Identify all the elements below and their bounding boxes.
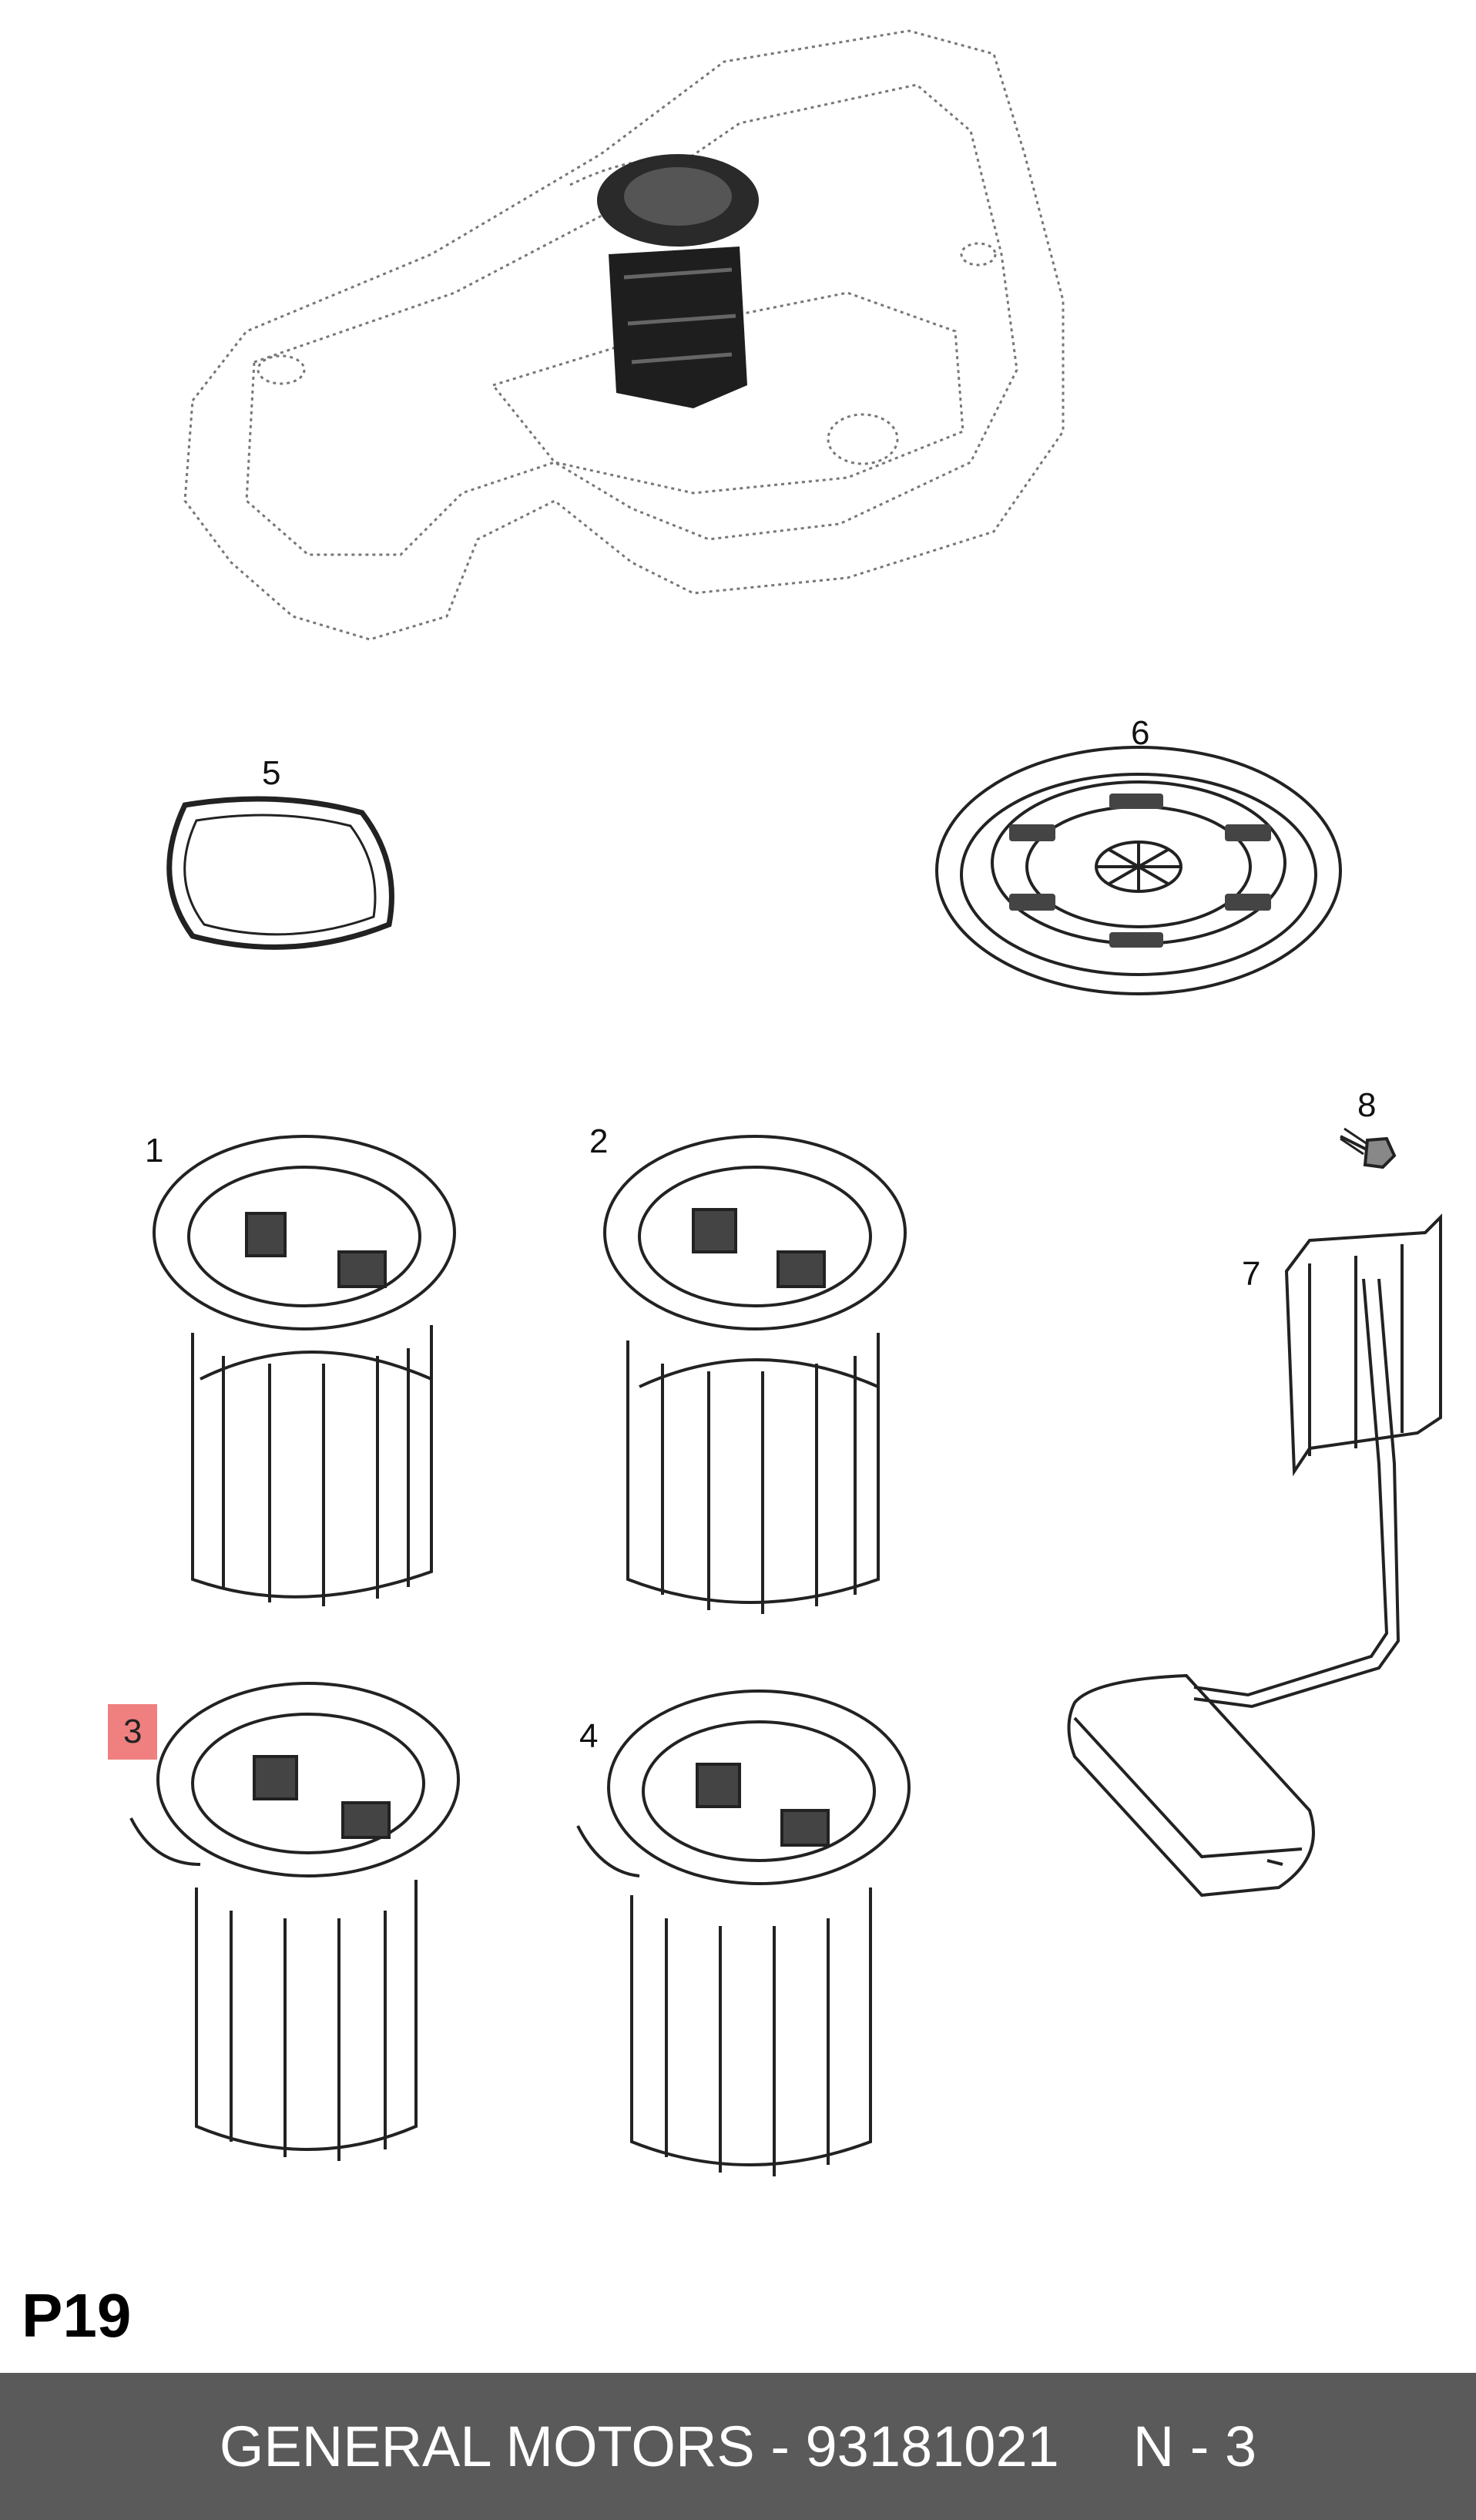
parts-diagram [129, 29, 1442, 2176]
footer-reference: N - 3 [1132, 2414, 1257, 2478]
pump-module-part-4 [576, 1690, 911, 2176]
screw-part [1340, 1127, 1397, 1169]
installed-pump-module [597, 154, 759, 408]
callout-8: 8 [1357, 1086, 1377, 1124]
pump-module-part-1 [153, 1135, 456, 1606]
callout-2: 2 [589, 1122, 609, 1160]
callout-1: 1 [145, 1132, 164, 1169]
level-sender-part [1067, 1213, 1442, 1898]
footer-brand-part-number: GENERAL MOTORS - 93181021 [219, 2414, 1059, 2478]
lock-ring-part [935, 746, 1342, 995]
callout-6: 6 [1131, 714, 1150, 752]
callout-5: 5 [262, 754, 281, 792]
sealing-ring-part [166, 796, 394, 950]
footer-bar: GENERAL MOTORS - 93181021 N - 3 [0, 2373, 1476, 2520]
page-code-label: P19 [22, 2281, 132, 2350]
callout-4: 4 [579, 1717, 599, 1755]
callout-7: 7 [1242, 1255, 1261, 1293]
callout-3-highlighted: 3 [108, 1704, 158, 1760]
pump-module-part-3 [129, 1682, 460, 2161]
pump-module-part-2 [603, 1135, 907, 1614]
